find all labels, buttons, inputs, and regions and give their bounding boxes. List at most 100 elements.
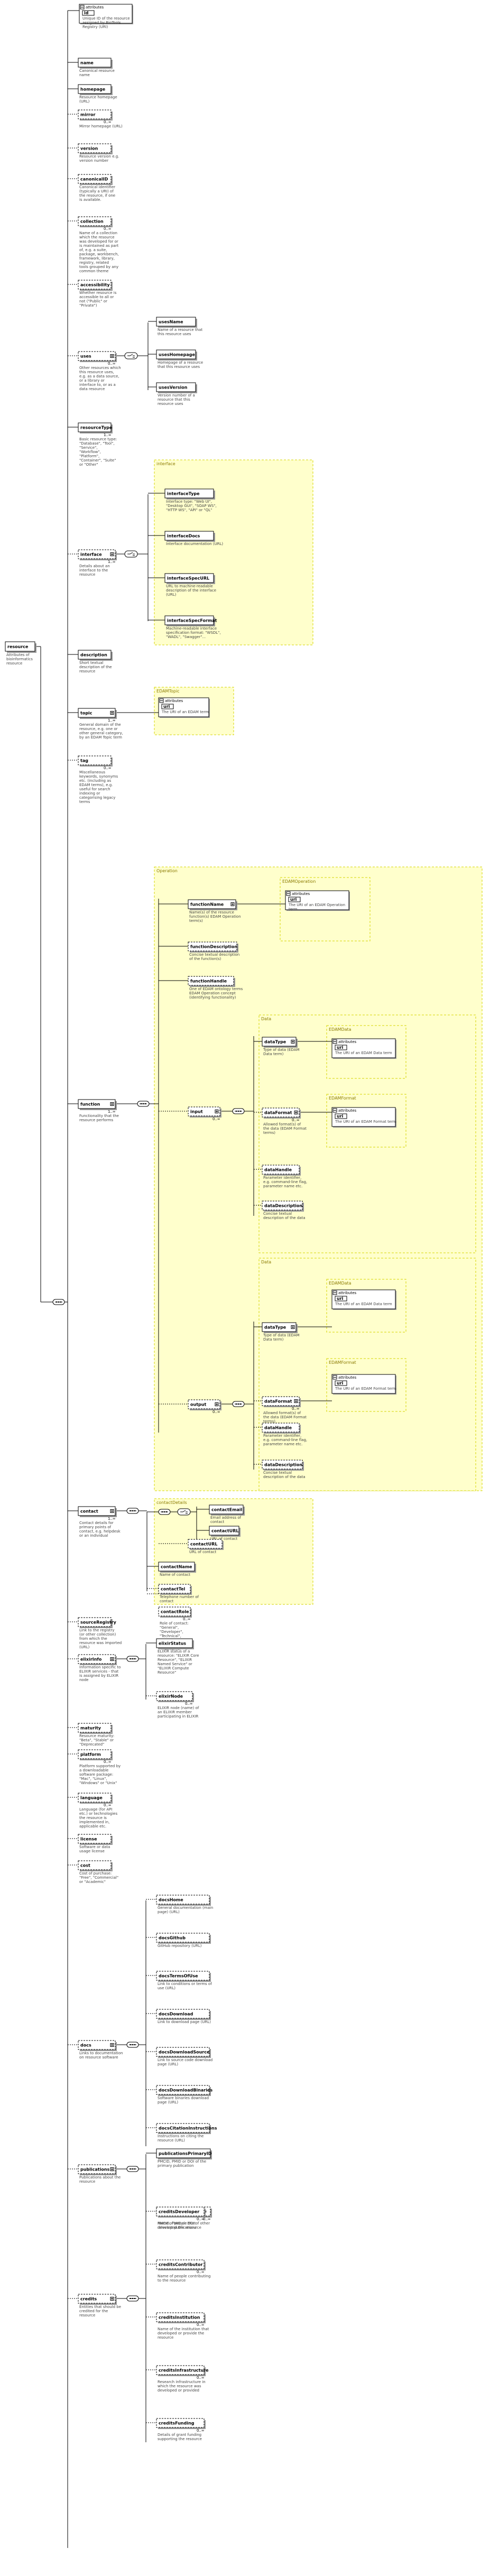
- element-doc: relevant publications: [158, 2226, 197, 2230]
- element-doc: page (URL): [158, 2100, 178, 2104]
- element-doc: Resource homepage: [79, 95, 117, 99]
- element-doc: resource (URL): [158, 2138, 185, 2143]
- element-doc: EDAM terms), e.g.: [79, 783, 113, 787]
- element-doc: name: [79, 73, 90, 77]
- attribute-uri[interactable]: [335, 1296, 347, 1301]
- attribute-uri[interactable]: [161, 704, 174, 709]
- element-doc: Research infrastructure in: [158, 2380, 206, 2384]
- element-doc: Software or data: [79, 1845, 110, 1849]
- group-label: Data: [261, 1017, 271, 1021]
- element-name: functionName: [190, 902, 224, 907]
- element-box: [156, 2123, 210, 2133]
- attribute-uri[interactable]: [288, 897, 301, 902]
- element-doc: data resource: [79, 387, 105, 391]
- attribute-uri[interactable]: [335, 1380, 347, 1386]
- cardinality: 0..∞: [104, 120, 112, 124]
- attribute-id[interactable]: [82, 10, 95, 16]
- element-doc: etc.) or technologies: [79, 1812, 117, 1816]
- element-doc: Link to download page (URL): [158, 2020, 211, 2024]
- attribute-name: uri: [337, 1045, 344, 1050]
- element-name: creditsFunding: [159, 2421, 195, 2426]
- attribute-uri[interactable]: [335, 1045, 347, 1050]
- attributes-header: attributes: [338, 1375, 357, 1380]
- element-name: functionDescription: [190, 945, 237, 949]
- attributes-header: attributes: [338, 1040, 357, 1044]
- element-name: collection: [80, 219, 104, 224]
- element-doc: "Workflow",: [79, 450, 101, 454]
- element-doc: resource: [79, 573, 95, 577]
- element-box: [78, 351, 116, 361]
- element-box: [78, 1749, 112, 1759]
- choice-branches: [180, 1510, 188, 1514]
- attribute-uri[interactable]: [335, 1113, 347, 1119]
- element-doc: the resource is: [79, 1816, 107, 1820]
